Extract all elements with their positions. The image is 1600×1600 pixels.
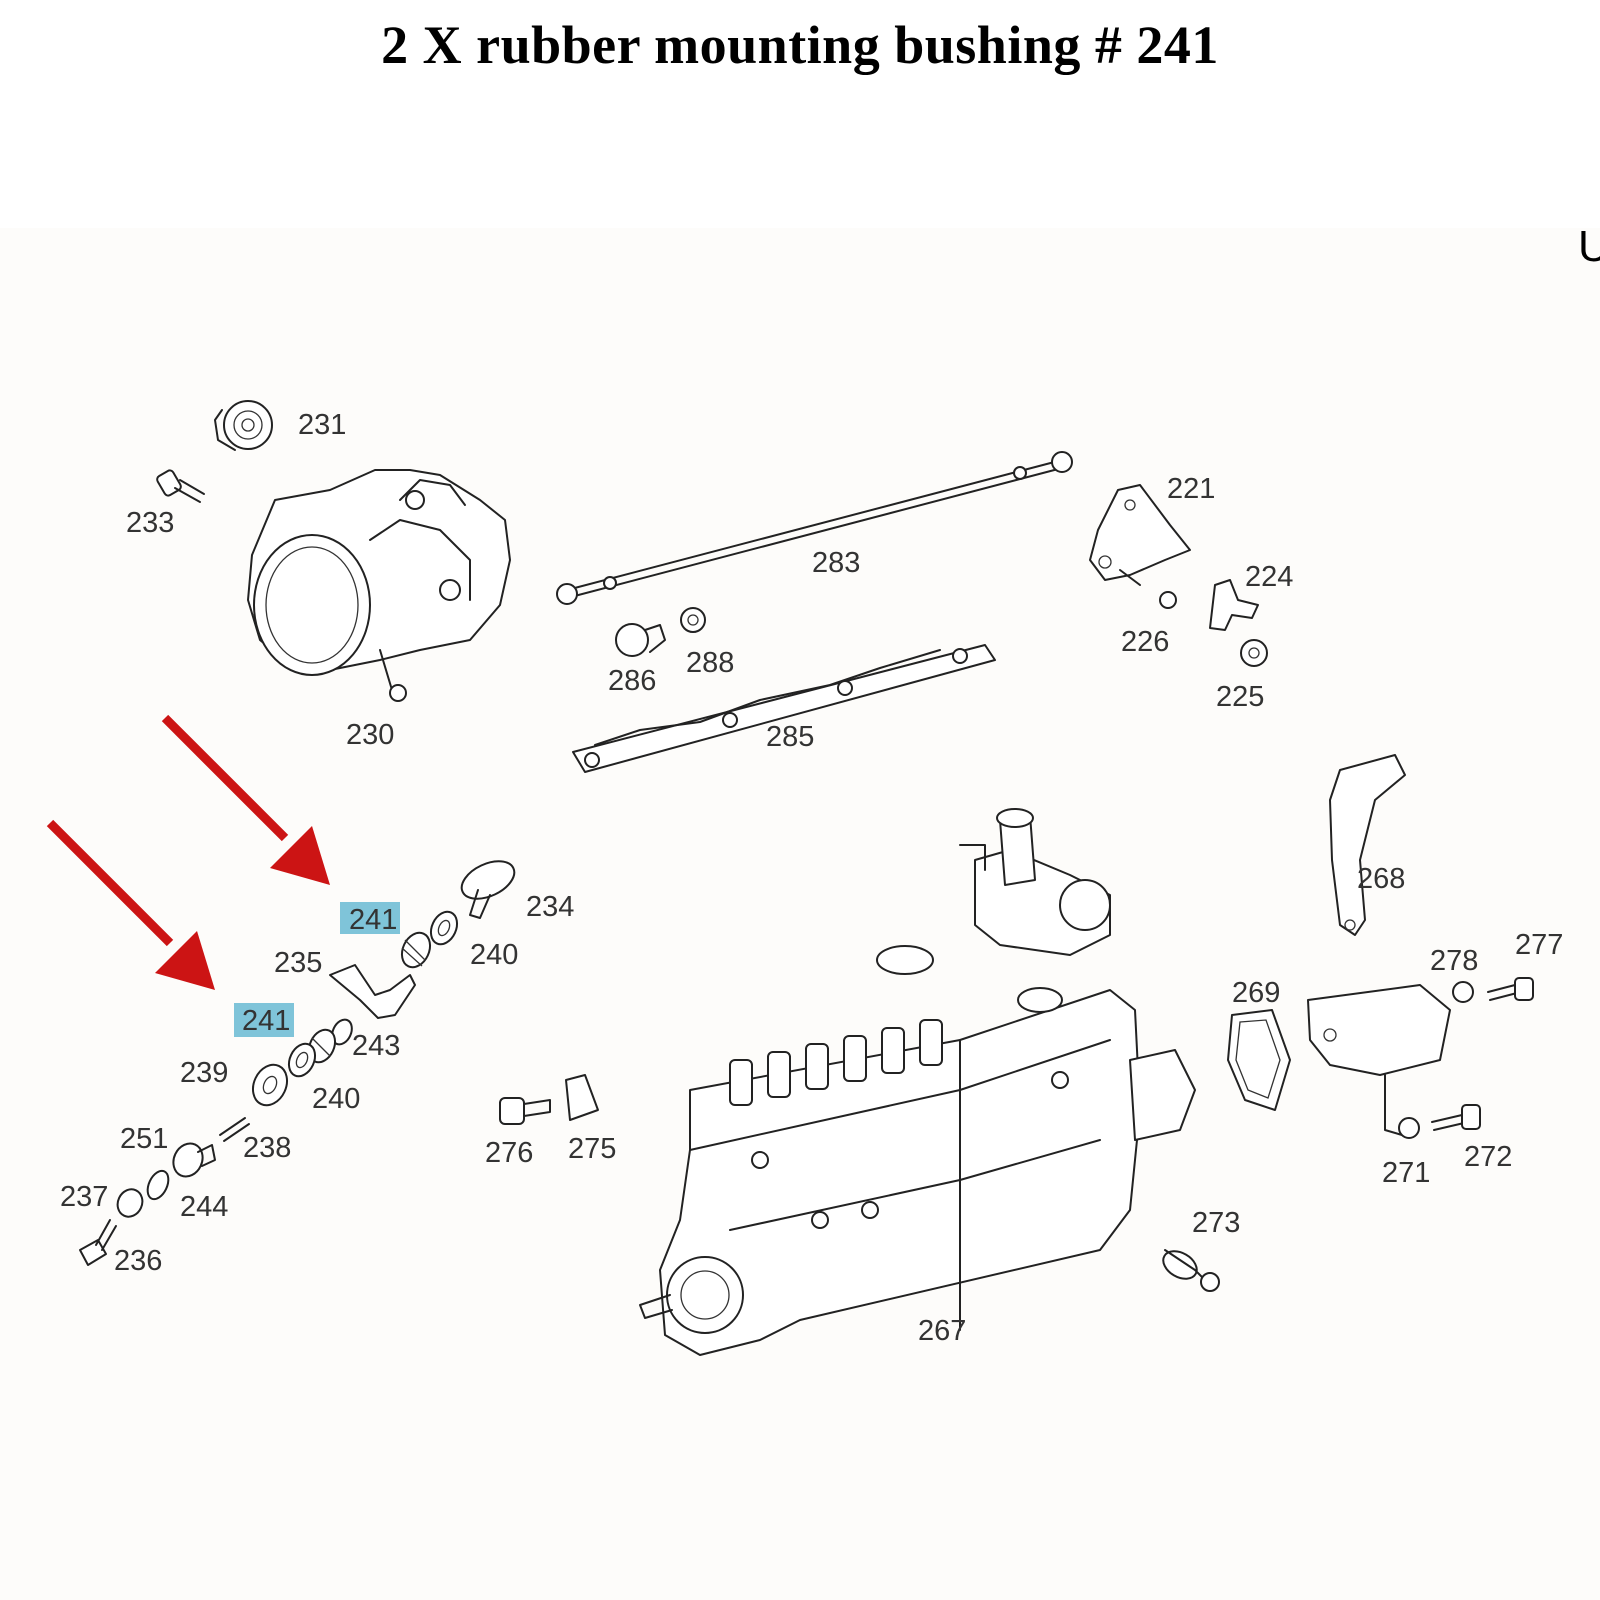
callout-241-lower: 241: [242, 1005, 290, 1037]
part-273-drawing: [1162, 1249, 1220, 1292]
callout-277: 277: [1515, 929, 1563, 961]
diagram-background: [0, 228, 1600, 1600]
callout-288: 288: [686, 647, 734, 679]
part-224-drawing: [1209, 579, 1259, 631]
callout-285: 285: [766, 721, 814, 753]
callout-239: 239: [180, 1057, 228, 1089]
highlight-box-241-upper: [340, 902, 400, 934]
pump-delivery-valves: [729, 1019, 943, 1106]
highlight-box-241-lower: [234, 1003, 294, 1037]
part-276-drawing: [499, 1097, 551, 1125]
callout-243: 243: [352, 1030, 400, 1062]
callout-267: 267: [918, 1315, 966, 1347]
part-240-upper-drawing: [429, 910, 459, 946]
part-233-drawing: [156, 469, 205, 503]
callout-278: 278: [1430, 945, 1478, 977]
part-244-drawing: [146, 1169, 170, 1201]
part-234-drawing: [460, 860, 516, 919]
part-251-drawing: [172, 1142, 216, 1178]
part-241-upper-drawing: [400, 931, 432, 969]
part-239-drawing: [251, 1063, 289, 1107]
part-231-drawing: [214, 400, 273, 451]
part-283-drawing: [556, 451, 1073, 605]
callout-240-upper: 240: [470, 939, 518, 971]
callout-237: 237: [60, 1181, 108, 1213]
callout-238: 238: [243, 1132, 291, 1164]
part-288-drawing: [680, 607, 706, 633]
callout-224: 224: [1245, 561, 1293, 593]
callout-276: 276: [485, 1137, 533, 1169]
callout-269: 269: [1232, 977, 1280, 1009]
callout-234: 234: [526, 891, 574, 923]
part-271-drawing: [1398, 1117, 1420, 1139]
part-267-drawing: [639, 808, 1196, 1356]
callout-226: 226: [1121, 626, 1169, 658]
callout-231: 231: [298, 409, 346, 441]
arrow-to-lower-241: [46, 819, 215, 990]
part-240-lower-drawing: [287, 1042, 317, 1078]
part-238-drawing: [219, 1117, 250, 1142]
callout-286: 286: [608, 665, 656, 697]
callout-230: 230: [346, 719, 394, 751]
part-226-drawing: [1159, 591, 1177, 609]
callout-275: 275: [568, 1133, 616, 1165]
part-225-drawing: [1240, 639, 1268, 667]
callout-244: 244: [180, 1191, 228, 1223]
callout-271: 271: [1382, 1157, 1430, 1189]
part-278-drawing: [1452, 981, 1474, 1003]
part-272-drawing: [1431, 1104, 1481, 1131]
callout-283: 283: [812, 547, 860, 579]
callout-273: 273: [1192, 1207, 1240, 1239]
part-286-drawing: [615, 623, 666, 657]
part-cover-plate-drawing: [1307, 984, 1451, 1136]
callout-233: 233: [126, 507, 174, 539]
edge-fragment-text: U: [1578, 222, 1600, 271]
callout-251: 251: [120, 1123, 168, 1155]
callout-240-lower: 240: [312, 1083, 360, 1115]
part-285-drawing: [572, 644, 996, 773]
page-title: 2 X rubber mounting bushing # 241: [381, 15, 1219, 75]
part-243-drawing: [331, 1018, 353, 1046]
part-235-drawing: [329, 964, 416, 1019]
callout-225: 225: [1216, 681, 1264, 713]
part-269-drawing: [1227, 1009, 1291, 1111]
part-268-drawing: [1329, 754, 1406, 936]
part-221-drawing: [1089, 484, 1191, 586]
part-275-drawing: [565, 1074, 599, 1121]
arrow-to-upper-241: [161, 714, 330, 885]
callout-268: 268: [1357, 863, 1405, 895]
part-236-drawing: [79, 1219, 117, 1266]
callout-236: 236: [114, 1245, 162, 1277]
part-230-drawing: [247, 469, 511, 702]
callout-272: 272: [1464, 1141, 1512, 1173]
part-277-drawing: [1487, 977, 1534, 1001]
part-237-drawing: [116, 1188, 144, 1218]
callout-235: 235: [274, 947, 322, 979]
callout-241-upper: 241: [349, 904, 397, 936]
callout-221: 221: [1167, 473, 1215, 505]
